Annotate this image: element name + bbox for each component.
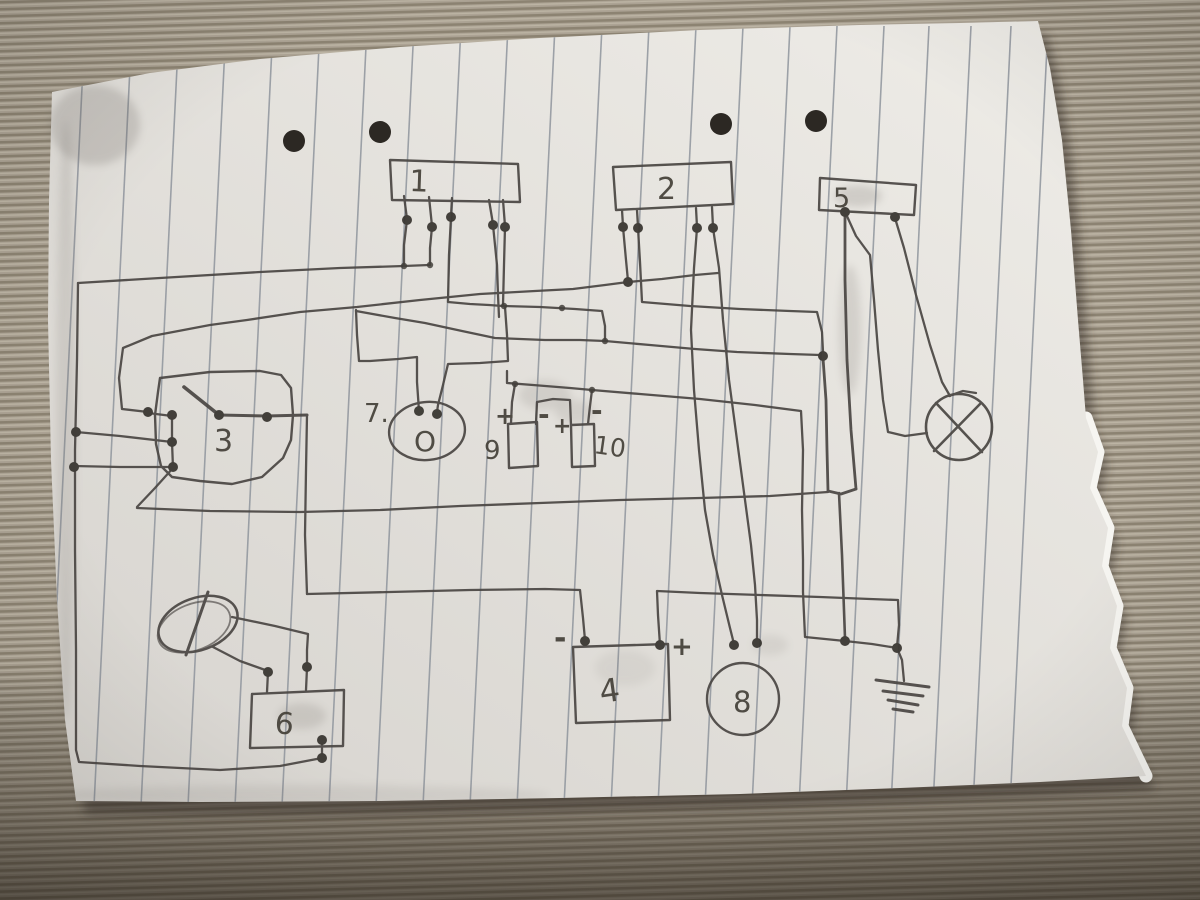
junction-dot-small — [601, 337, 609, 345]
label-meter-7: 7. — [364, 399, 389, 429]
polarity-label: + — [495, 402, 515, 430]
junction-dot — [752, 638, 762, 648]
junction-dot — [623, 277, 633, 287]
junction-dot — [263, 667, 273, 677]
pencil-smudge — [50, 785, 550, 805]
junction-dot-small — [588, 386, 596, 394]
junction-dot — [633, 223, 643, 233]
inner-label-meter-7: O — [414, 425, 436, 458]
junction-dot — [655, 640, 665, 650]
junction-dot — [432, 409, 442, 419]
junction-dot-small — [426, 261, 434, 269]
label-box-2: 2 — [657, 172, 676, 207]
junction-dot — [69, 462, 79, 472]
polarity-label: - — [591, 394, 603, 427]
junction-dot — [488, 220, 498, 230]
junction-dot — [427, 222, 437, 232]
junction-dot — [414, 406, 424, 416]
junction-dot — [840, 636, 850, 646]
label-cell-9: 9 — [484, 436, 501, 466]
junction-dot — [840, 207, 850, 217]
junction-dot — [317, 735, 327, 745]
junction-dot — [402, 215, 412, 225]
junction-dot — [143, 407, 153, 417]
polarity-label: + — [671, 632, 693, 662]
junction-dot — [167, 410, 177, 420]
junction-dot — [618, 222, 628, 232]
circuit-wire-bus-link-low — [72, 464, 174, 469]
pencil-smudge — [56, 120, 76, 720]
junction-dot-small — [400, 262, 408, 270]
junction-dot-small — [511, 380, 519, 388]
label-box-1: 1 — [409, 164, 429, 200]
junction-dot — [168, 462, 178, 472]
punch-hole — [369, 121, 391, 143]
polarity-label: - — [554, 621, 566, 656]
junction-dot-small — [500, 302, 508, 310]
junction-dot — [818, 351, 828, 361]
junction-dot — [500, 222, 510, 232]
junction-dot-small — [558, 304, 566, 312]
label-cell-10: 10 — [592, 430, 628, 463]
punch-hole — [710, 113, 732, 135]
junction-dot — [892, 643, 902, 653]
polarity-label: + — [553, 414, 571, 439]
label-circle-8: 8 — [733, 685, 751, 719]
junction-dot — [167, 437, 177, 447]
junction-dot — [729, 640, 739, 650]
junction-dot — [317, 753, 327, 763]
junction-dot — [692, 223, 702, 233]
junction-dot — [71, 427, 81, 437]
junction-dot — [262, 412, 272, 422]
punch-hole — [805, 110, 827, 132]
punch-hole — [283, 130, 305, 152]
label-box-6: 6 — [273, 706, 295, 743]
label-switch-3: 3 — [214, 424, 233, 459]
polarity-label: - — [538, 398, 550, 431]
junction-dot — [446, 212, 456, 222]
junction-dot — [580, 636, 590, 646]
junction-dot — [890, 212, 900, 222]
junction-dot — [708, 223, 718, 233]
pencil-smudge — [839, 265, 861, 395]
junction-dot — [302, 662, 312, 672]
junction-dot — [214, 410, 224, 420]
